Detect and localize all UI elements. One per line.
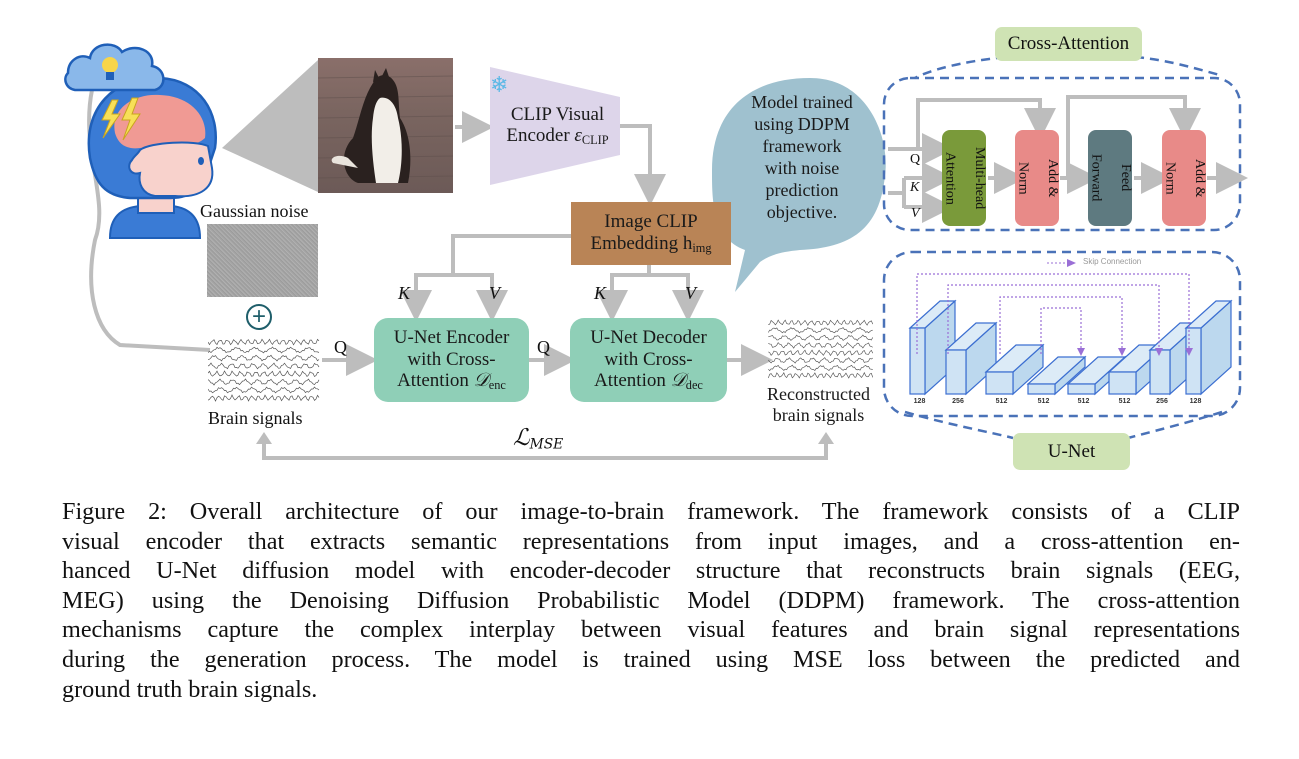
signal-channel-trace: [208, 394, 320, 402]
signal-channel-trace: [768, 357, 873, 364]
reconstructed-signals-waveform: [768, 319, 874, 379]
encoder-v-label: V: [489, 283, 500, 303]
caption-line: visual encoder that extracts semantic re…: [62, 527, 1240, 555]
connector-layer: [87, 55, 1248, 460]
unet-schematic: 128 256 512 512 512 512 256 128: [908, 259, 1233, 405]
signal-channel-trace: [208, 346, 320, 354]
unet-layer-block: [944, 321, 998, 396]
caption-line: mechanisms capture the complex interplay…: [62, 616, 1240, 644]
unet-decoder-block: U-Net Decoder with Cross- Attention 𝒟dec: [570, 318, 727, 402]
caption-line: during the generation process. The model…: [62, 645, 1240, 673]
vision-cone: [222, 60, 318, 192]
cross-attention-panel-border: [882, 76, 1242, 232]
encoder-k-label: K: [398, 283, 411, 303]
add-noise-icon: +: [246, 304, 272, 330]
unet-channel-label: 128: [914, 398, 926, 405]
signal-channel-trace: [768, 334, 874, 342]
ddpm-note-text: Model trained using DDPM framework with …: [751, 92, 853, 222]
ca-q-label: Q: [910, 152, 921, 167]
signal-channel-trace: [768, 364, 873, 372]
skip-connection: [999, 296, 1123, 354]
clip-visual-encoder: CLIP Visual Encoder εCLIP: [506, 103, 609, 148]
signal-channel-trace: [768, 327, 873, 334]
clip-encoder-shape: [490, 67, 620, 185]
skip-connection-legend: Skip Connection: [1083, 257, 1142, 266]
unet-channel-label: 512: [1038, 398, 1050, 405]
speech-bubble: [712, 78, 886, 292]
ca-k-label: K: [910, 180, 920, 195]
image-clip-embedding: Image CLIP Embedding himg: [571, 202, 731, 265]
snowflake-frozen-icon: ❄: [490, 72, 509, 97]
unet-layer-block: [984, 343, 1045, 396]
clip-to-embedding-arrow: [620, 124, 666, 206]
unet-panel-border: [882, 250, 1242, 418]
unet-layer-block: [1026, 355, 1087, 396]
signal-channel-trace: [208, 370, 320, 378]
mse-loss-line: [262, 440, 828, 460]
skip-arrowhead: [1077, 348, 1085, 356]
skip-arrowhead: [1185, 348, 1193, 356]
unet-channel-label: 512: [996, 398, 1008, 405]
add-norm-block-2: Add &Norm: [1162, 130, 1207, 226]
unet-funnel: [904, 410, 1223, 440]
unet-channel-label: 256: [952, 398, 964, 405]
decoder-q-label: Q: [537, 337, 550, 357]
add-norm-block-1: Add &Norm: [1015, 130, 1060, 226]
gaussian-noise-image: [207, 224, 318, 297]
brain-signals-label: Brain signals: [208, 408, 303, 428]
signal-channel-trace: [208, 354, 320, 362]
cross-attention-title: Cross-Attention: [995, 27, 1142, 61]
unet-channel-label: 128: [1190, 398, 1202, 405]
signal-channel-trace: [208, 378, 320, 386]
skip-legend-arrow: [1067, 259, 1076, 267]
gaussian-noise-label: Gaussian noise: [200, 201, 309, 221]
skip-connection: [916, 273, 1190, 354]
cross-attention-funnel: [914, 55, 1221, 80]
thinking-head-icon: [64, 43, 217, 239]
caption-line: hanced U-Net diffusion model with encode…: [62, 557, 1240, 585]
unet-title: U-Net: [1013, 433, 1130, 470]
signal-channel-trace: [768, 319, 874, 327]
decoder-v-label: V: [685, 283, 696, 303]
signal-channel-trace: [768, 371, 874, 379]
unet-channel-label: 512: [1119, 398, 1131, 405]
unet-encoder-block: U-Net Encoder with Cross- Attention 𝒟enc: [374, 318, 529, 402]
unet-channel-label: 512: [1078, 398, 1090, 405]
brain-signals-waveform: [208, 338, 320, 402]
ca-v-label: V: [911, 206, 920, 221]
architecture-diagram: Gaussian noise + Brain signals ❄ CLIP Vi…: [64, 27, 1248, 470]
signal-channel-trace: [768, 349, 874, 357]
signal-channel-trace: [208, 338, 320, 346]
caption-line: ground truth brain signals.: [62, 675, 318, 703]
unet-channel-label: 256: [1156, 398, 1168, 405]
skip-arrowhead: [1155, 348, 1163, 356]
encoder-q-label: Q: [334, 337, 347, 357]
skip-arrowhead: [1118, 348, 1126, 356]
input-image-dog: [317, 58, 454, 193]
mse-loss-label: ℒMSE: [513, 425, 564, 453]
reconstructed-signals-label: Reconstructed brain signals: [767, 384, 870, 425]
caption-line: Figure 2: Overall architecture of our im…: [62, 498, 1240, 525]
decoder-k-label: K: [594, 283, 607, 303]
signal-channel-trace: [208, 362, 320, 370]
caption-line: MEG) using the Denoising Diffusion Proba…: [62, 586, 1240, 614]
figure-caption: Figure 2: Overall architecture of our im…: [62, 497, 1240, 704]
skip-connection: [1040, 307, 1082, 354]
signal-channel-trace: [768, 342, 873, 349]
plus-symbol: +: [251, 303, 266, 330]
signal-channel-trace: [208, 386, 320, 394]
unet-layer-block: [1184, 299, 1233, 396]
